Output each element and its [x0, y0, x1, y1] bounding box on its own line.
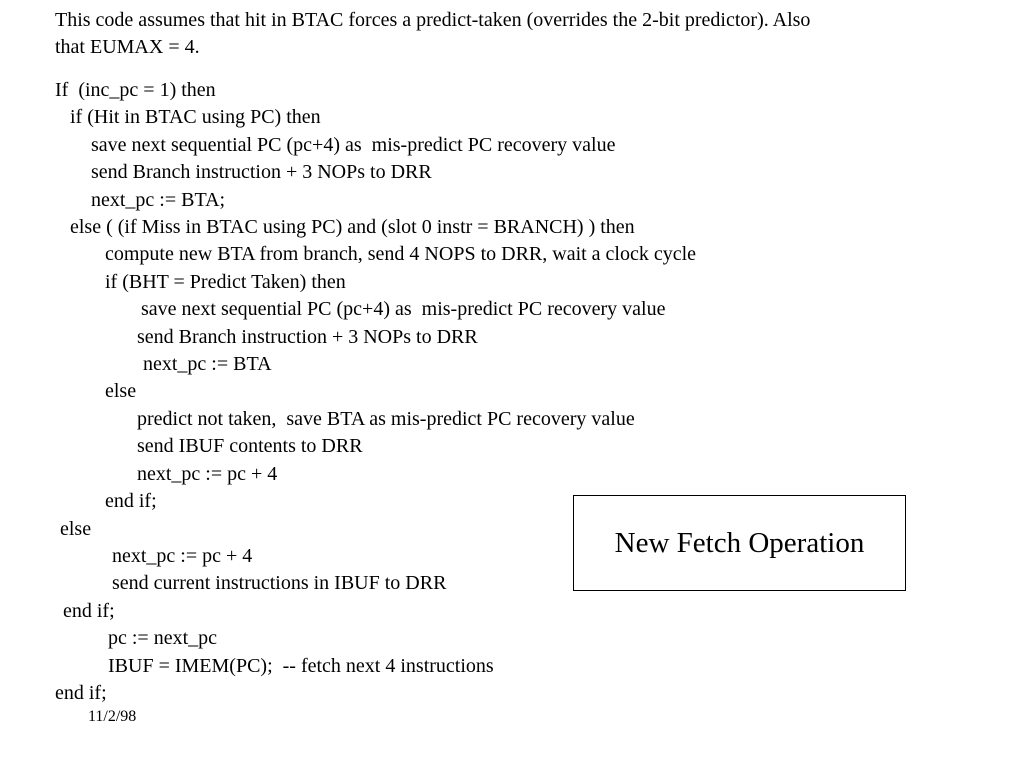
code-line: send Branch instruction + 3 NOPs to DRR	[137, 325, 478, 348]
code-line: save next sequential PC (pc+4) as mis-pr…	[141, 298, 666, 321]
code-line: if (Hit in BTAC using PC) then	[70, 106, 321, 129]
pseudocode-block: If (inc_pc = 1) then if (Hit in BTAC usin…	[55, 77, 696, 707]
header-line: This code assumes that hit in BTAC force…	[55, 9, 811, 31]
code-line: next_pc := BTA;	[91, 188, 226, 211]
new-fetch-operation-box: New Fetch Operation	[573, 495, 906, 591]
code-line: IBUF = IMEM(PC); -- fetch next 4 instruc…	[108, 654, 494, 677]
code-line: send current instructions in IBUF to DRR	[112, 572, 447, 595]
code-line: else ( (if Miss in BTAC using PC) and (s…	[70, 216, 635, 239]
code-line: end if;	[63, 599, 115, 622]
code-line: predict not taken, save BTA as mis-predi…	[137, 407, 635, 430]
code-line: send Branch instruction + 3 NOPs to DRR	[91, 161, 432, 184]
code-line: compute new BTA from branch, send 4 NOPS…	[105, 243, 697, 266]
callout-label: New Fetch Operation	[614, 526, 865, 559]
code-line: end if;	[105, 490, 157, 513]
code-line: save next sequential PC (pc+4) as mis-pr…	[91, 133, 616, 156]
code-line: If (inc_pc = 1) then	[55, 79, 216, 101]
slide-date: 11/2/98	[88, 708, 137, 725]
code-line: else	[105, 380, 137, 403]
header-line: that EUMAX = 4.	[55, 36, 200, 58]
code-line: pc := next_pc	[108, 627, 218, 650]
code-line: end if;	[55, 681, 107, 704]
code-line: send IBUF contents to DRR	[137, 435, 363, 458]
code-line: next_pc := pc + 4	[112, 544, 253, 567]
header-text: This code assumes that hit in BTAC force…	[55, 7, 810, 61]
code-line: else	[60, 517, 92, 540]
code-line: if (BHT = Predict Taken) then	[105, 270, 346, 293]
code-line: next_pc := pc + 4	[137, 462, 278, 485]
code-line: next_pc := BTA	[143, 353, 272, 376]
